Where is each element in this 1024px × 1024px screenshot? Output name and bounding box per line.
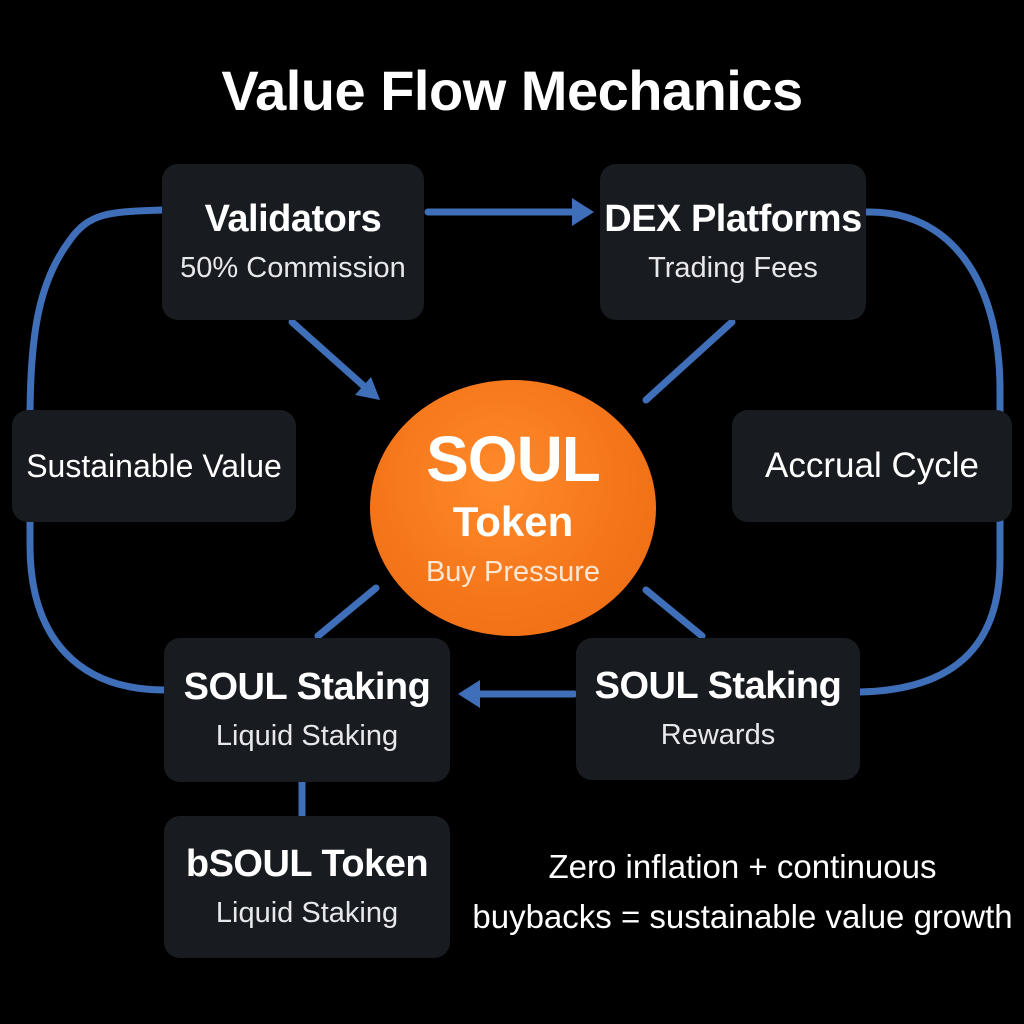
tagline: Zero inflation + continuous buybacks = s… xyxy=(470,842,1015,942)
validators-subtitle: 50% Commission xyxy=(180,252,406,285)
center-token-label: Token xyxy=(452,498,574,546)
center-buy-pressure-label: Buy Pressure xyxy=(425,555,601,588)
dex-subtitle: Trading Fees xyxy=(648,252,818,285)
staking-left-subtitle: Liquid Staking xyxy=(215,720,399,753)
diagram-title: Value Flow Mechanics xyxy=(221,59,803,122)
arrowhead-center xyxy=(355,377,380,400)
soul-staking-left-node: SOUL Staking Liquid Staking xyxy=(164,638,450,782)
sustainable-value-node: Sustainable Value xyxy=(12,410,296,522)
center-to-staking-right-line xyxy=(642,586,706,640)
bsoul-subtitle: Liquid Staking xyxy=(215,897,399,930)
accrual-cycle-label: Accrual Cycle xyxy=(765,446,979,485)
dex-title: DEX Platforms xyxy=(604,198,862,241)
arrowhead-dex xyxy=(572,198,594,226)
center-to-staking-left-line xyxy=(314,584,380,640)
accrual-cycle-node: Accrual Cycle xyxy=(732,410,1012,522)
tagline-line-1: Zero inflation + continuous xyxy=(548,848,937,885)
tagline-line-2: buybacks = sustainable value growth xyxy=(472,898,1013,935)
dex-to-center-line xyxy=(642,318,736,404)
soul-token-center: SOUL Token Buy Pressure xyxy=(370,380,656,636)
staking-left-title: SOUL Staking xyxy=(183,666,431,709)
soul-staking-right-node: SOUL Staking Rewards xyxy=(576,638,860,780)
staking-right-subtitle: Rewards xyxy=(660,719,776,752)
center-soul-label: SOUL xyxy=(426,423,601,496)
dex-platforms-node: DEX Platforms Trading Fees xyxy=(600,164,866,320)
bsoul-title: bSOUL Token xyxy=(185,843,429,886)
loop-right-curve xyxy=(856,208,1004,696)
validators-title: Validators xyxy=(204,198,382,241)
sustainable-value-label: Sustainable Value xyxy=(26,447,282,484)
staking-right-title: SOUL Staking xyxy=(594,665,842,708)
loop-left-curve xyxy=(26,206,169,694)
arrowhead-staking-left xyxy=(458,680,480,708)
bsoul-token-node: bSOUL Token Liquid Staking xyxy=(164,816,450,958)
validators-node: Validators 50% Commission xyxy=(162,164,424,320)
validators-to-center-arrow xyxy=(288,318,370,392)
